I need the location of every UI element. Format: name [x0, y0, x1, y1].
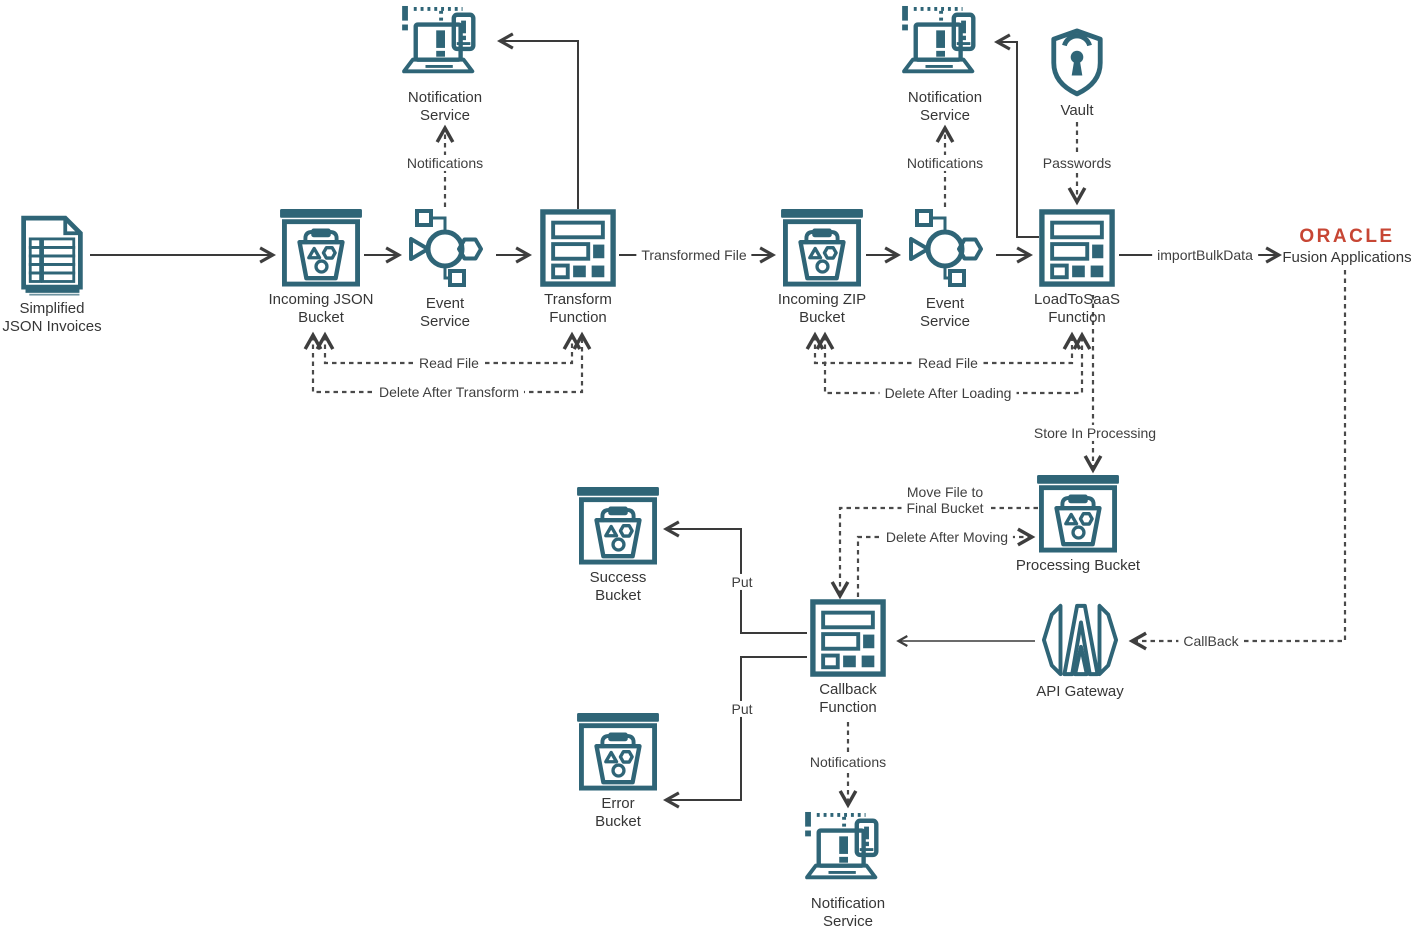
notification-icon [902, 5, 988, 85]
node-label: Vault [1060, 102, 1094, 119]
node-label: Incoming JSON Bucket [268, 291, 374, 327]
edge-label-read-file-1: Read File [414, 354, 484, 372]
function-icon [539, 209, 617, 287]
node-label: Transform Function [544, 291, 612, 327]
node-notification-service-2: Notification Service [875, 5, 1015, 126]
node-label: Processing Bucket [1015, 557, 1141, 574]
edge-transform-to-notification [501, 41, 579, 209]
node-notification-service-1: Notification Service [375, 5, 515, 126]
node-label: Event Service [919, 295, 971, 331]
edge-label-read-file-2: Read File [913, 354, 983, 372]
edge-label-passwords: Passwords [1037, 154, 1117, 172]
node-label: LoadToSaaS Function [1034, 291, 1120, 327]
node-label: Notification Service [407, 89, 483, 125]
node-oracle-fusion-applications: ORACLE Fusion Applications [1282, 227, 1411, 267]
edge-label-callback: CallBack [1178, 632, 1244, 650]
node-label: Notification Service [907, 89, 983, 125]
api-gateway-icon [1037, 601, 1123, 679]
function-icon [1038, 209, 1116, 287]
event-service-icon [401, 207, 489, 291]
edge-label-delete-after-transform: Delete After Transform [373, 383, 525, 401]
edge-label-store-in-processing: Store In Processing [1028, 424, 1162, 442]
edge-delete-after-loading [825, 336, 1082, 395]
function-icon [809, 599, 887, 677]
node-api-gateway: API Gateway [1010, 601, 1150, 701]
notification-icon [402, 5, 488, 85]
node-label: Callback Function [819, 681, 877, 717]
edge-label-importbulkdata: importBulkData [1152, 246, 1258, 264]
node-error-bucket: Error Bucket [553, 713, 683, 832]
vault-icon [1047, 22, 1107, 98]
node-label: Fusion Applications [1282, 249, 1411, 266]
document-icon [17, 214, 87, 296]
event-service-icon [901, 207, 989, 291]
node-label: Success Bucket [589, 569, 647, 605]
node-label: Simplified JSON Invoices [2, 300, 102, 336]
edge-loadtosaas-to-notification [998, 42, 1039, 238]
bucket-icon [781, 209, 863, 287]
edge-label-put-success: Put [726, 573, 758, 591]
bucket-icon [1037, 475, 1119, 553]
node-label: Event Service [419, 295, 471, 331]
node-event-service-1: Event Service [390, 207, 500, 332]
node-processing-bucket: Processing Bucket [993, 475, 1163, 575]
node-incoming-json-bucket: Incoming JSON Bucket [246, 209, 396, 328]
edge-label-move-file-to-final-bucket: Move File to Final Bucket [901, 483, 989, 517]
node-label: API Gateway [1036, 683, 1124, 700]
node-vault: Vault [1022, 22, 1132, 120]
edge-label-delete-after-moving: Delete After Moving [880, 528, 1014, 546]
node-success-bucket: Success Bucket [553, 487, 683, 606]
node-simplified-json-invoices: Simplified JSON Invoices [0, 214, 112, 337]
node-label: Notification Service [810, 895, 886, 926]
bucket-icon [577, 487, 659, 565]
bucket-icon [577, 713, 659, 791]
edge-label-put-error: Put [726, 700, 758, 718]
bucket-icon [280, 209, 362, 287]
edge-label-delete-after-loading: Delete After Loading [879, 384, 1017, 402]
edge-delete-after-moving [856, 537, 1031, 597]
edge-label-notifications-3: Notifications [804, 753, 892, 771]
oracle-logo: ORACLE [1299, 226, 1395, 247]
edge-put-error [667, 656, 807, 800]
node-event-service-2: Event Service [890, 207, 1000, 332]
node-callback-function: Callback Function [783, 599, 913, 718]
node-notification-service-3: Notification Service [778, 811, 918, 926]
node-label: Incoming ZIP Bucket [777, 291, 867, 327]
node-transform-function: Transform Function [518, 209, 638, 328]
edge-callback [1133, 270, 1347, 641]
edge-label-notifications-2: Notifications [901, 154, 989, 172]
node-incoming-zip-bucket: Incoming ZIP Bucket [747, 209, 897, 328]
notification-icon [805, 811, 891, 891]
node-load-to-saas-function: LoadToSaaS Function [1012, 209, 1142, 328]
edge-label-transformed-file: Transformed File [636, 246, 752, 264]
edge-move-file-to-final-bucket [840, 506, 1038, 595]
node-label: Error Bucket [595, 795, 641, 831]
edge-label-notifications-1: Notifications [401, 154, 489, 172]
